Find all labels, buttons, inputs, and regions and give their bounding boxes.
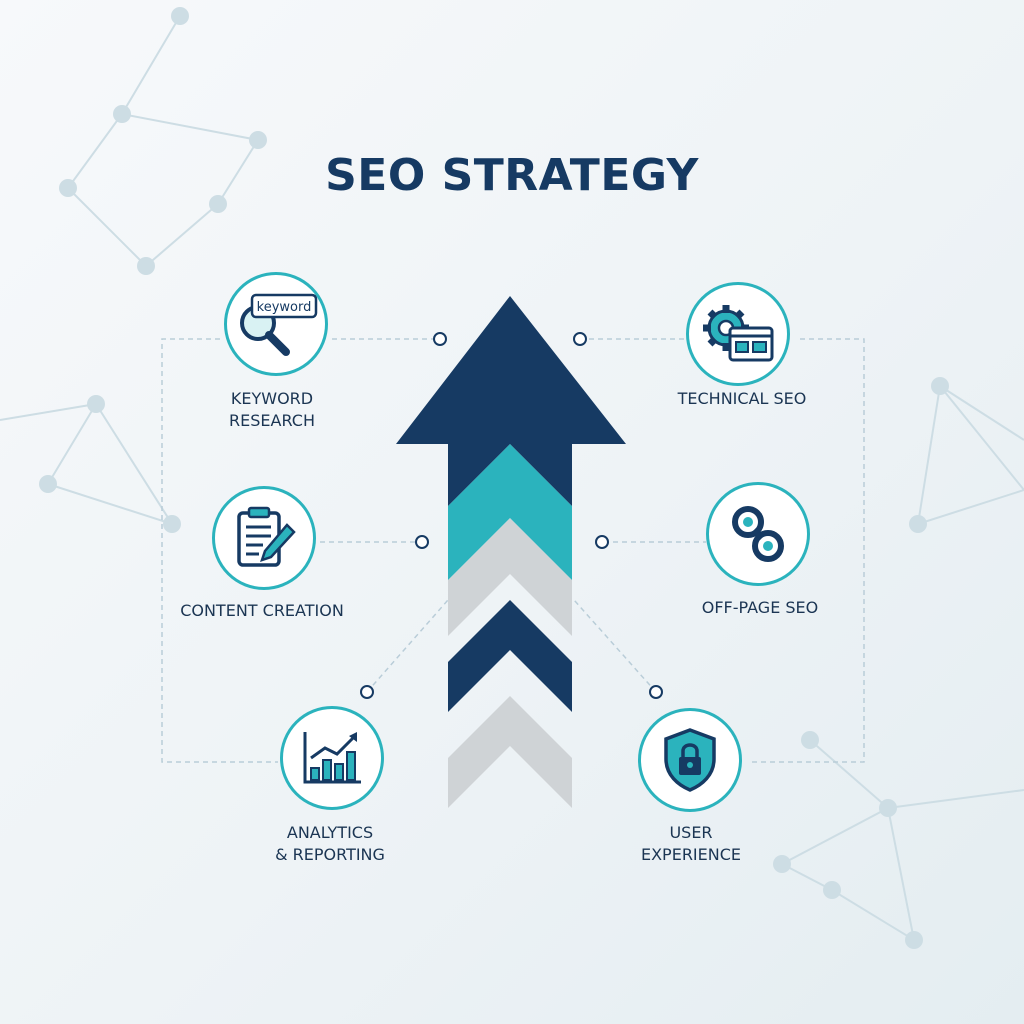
keyword-icon-text: keyword [257,300,312,315]
analytics-reporting-label: ANALYTICS & REPORTING [275,823,385,864]
link-icon [732,506,784,562]
gear-browser-icon [703,305,774,362]
technical-seo-node [686,282,790,386]
magnifier-keyword-icon: keyword [240,293,318,356]
technical-seo-label: TECHNICAL SEO [677,389,807,408]
content-creation-node [212,486,316,590]
shield-lock-icon [664,728,716,792]
user-experience-node [638,708,742,812]
keyword-research-label: KEYWORD RESEARCH [229,389,315,430]
analytics-node [280,706,384,810]
bar-chart-icon [303,732,361,784]
user-experience-label: USER EXPERIENCE [640,823,742,864]
clipboard-pencil-icon [237,506,296,567]
page-title: SEO STRATEGY [325,150,699,201]
growth-arrow [396,296,626,808]
connector-lines [161,338,865,763]
keyword-research-node: keyword [224,272,328,376]
off-page-seo-node [706,482,810,586]
connector-dots [360,332,663,699]
content-creation-label: CONTENT CREATION [180,601,344,620]
off-page-seo-label: OFF-PAGE SEO [701,598,819,617]
